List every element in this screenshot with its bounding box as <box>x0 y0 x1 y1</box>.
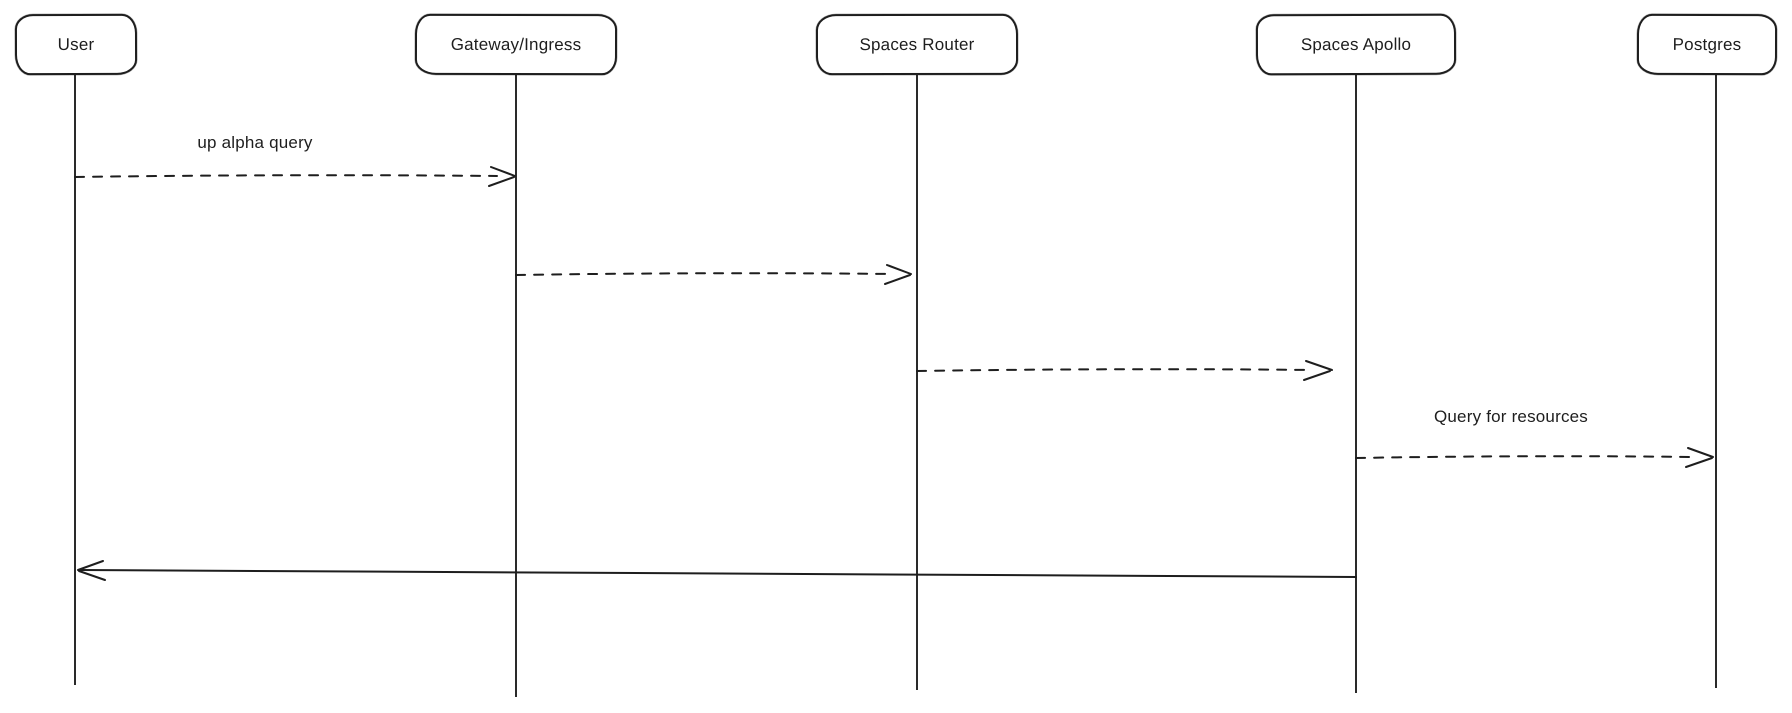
message-arrow-router-to-apollo <box>916 360 1333 381</box>
participant-label-user: User <box>57 34 95 54</box>
participant-box-gateway-ingress: Gateway/Ingress <box>414 13 618 76</box>
participant-box-spaces-apollo: Spaces Apollo <box>1255 13 1457 76</box>
participant-label-spaces-router: Spaces Router <box>859 34 975 54</box>
participant-box-user: User <box>14 13 138 76</box>
lifeline-user <box>74 75 76 685</box>
message-label-up-alpha-query: up alpha query <box>197 133 313 152</box>
lifeline-spaces-router <box>916 75 918 690</box>
message-arrow-apollo-to-postgres <box>1355 447 1714 468</box>
participant-label-spaces-apollo: Spaces Apollo <box>1300 34 1412 54</box>
message-arrow-user-to-gateway <box>74 166 516 187</box>
lifeline-gateway-ingress <box>515 73 517 697</box>
lifeline-spaces-apollo <box>1355 75 1357 693</box>
message-label-query-for-resources: Query for resources <box>1433 407 1589 426</box>
participant-label-gateway-ingress: Gateway/Ingress <box>450 34 582 54</box>
participant-box-spaces-router: Spaces Router <box>815 13 1019 76</box>
message-arrow-gateway-to-router <box>515 264 912 285</box>
participant-box-postgres: Postgres <box>1636 13 1778 76</box>
lifeline-postgres <box>1715 75 1717 688</box>
participant-label-postgres: Postgres <box>1672 34 1742 54</box>
message-arrow-apollo-to-user-return <box>77 560 1357 581</box>
